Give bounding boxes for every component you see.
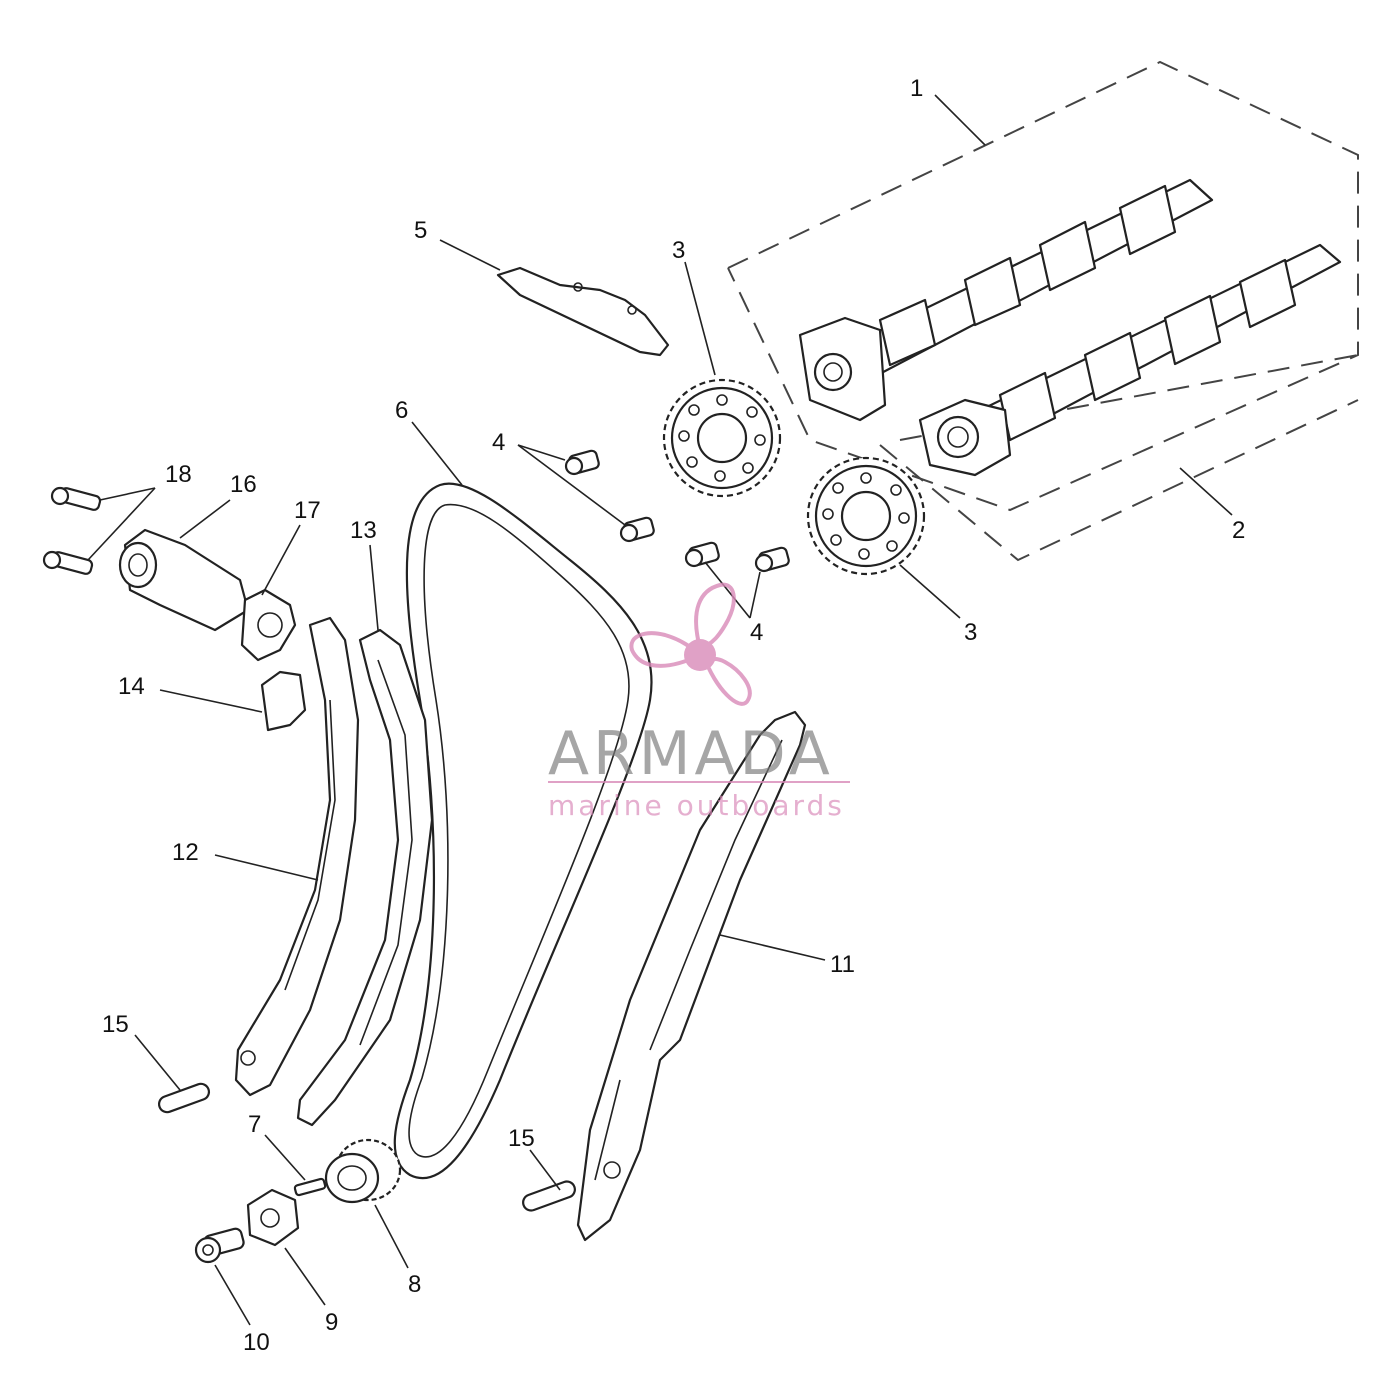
callout-13: 13 <box>350 517 377 544</box>
callout-10: 10 <box>243 1329 270 1356</box>
callout-1: 1 <box>910 75 923 102</box>
crankshaft-sprocket <box>324 1138 402 1204</box>
callout-9: 9 <box>325 1309 338 1336</box>
callout-16: 16 <box>230 471 257 498</box>
crank-bolt <box>194 1227 245 1264</box>
sprocket-bolts <box>564 449 790 573</box>
chain-guide-top <box>496 266 670 357</box>
callout-17: 17 <box>294 497 321 524</box>
callout-8: 8 <box>408 1271 421 1298</box>
callout-2: 2 <box>1232 517 1245 544</box>
callout-11: 11 <box>830 951 855 978</box>
callout-3-upper: 3 <box>672 237 685 264</box>
watermark-brand: ARMADA <box>548 719 834 789</box>
tensioner-bolts <box>42 486 102 575</box>
watermark: ARMADA marine outboards <box>548 582 850 822</box>
leader-lines <box>87 94 1233 1326</box>
callout-15-right: 15 <box>508 1125 535 1152</box>
woodruff-key <box>293 1177 327 1197</box>
camshaft-sprocket-lower <box>806 456 926 576</box>
callout-6: 6 <box>395 397 408 424</box>
callout-4-lower: 4 <box>750 619 763 646</box>
callout-4-upper: 4 <box>492 429 505 456</box>
guide-pins <box>157 1082 576 1212</box>
chain-tensioner-guide <box>296 628 434 1127</box>
chain-tensioner <box>118 528 250 632</box>
callout-15-left: 15 <box>102 1011 129 1038</box>
callout-18: 18 <box>165 461 192 488</box>
callout-7: 7 <box>248 1111 261 1138</box>
callout-14: 14 <box>118 673 145 700</box>
callout-3-lower: 3 <box>964 619 977 646</box>
callout-5: 5 <box>414 217 427 244</box>
callout-labels: 1 2 3 3 4 4 5 6 7 8 9 10 11 12 13 14 15 … <box>102 75 1245 1356</box>
timing-chain <box>393 482 653 1180</box>
chain-tensioner-blade <box>234 616 360 1097</box>
camshaft-intake <box>798 178 1214 422</box>
watermark-tagline: marine outboards <box>548 789 845 822</box>
callout-12: 12 <box>172 839 199 866</box>
camshaft-sprocket-upper <box>662 378 782 498</box>
crank-nut <box>246 1188 300 1247</box>
propeller-icon <box>629 582 752 706</box>
chain-guide-fixed <box>576 710 807 1242</box>
tensioner-gasket <box>240 588 297 662</box>
tensioner-clip <box>260 670 307 732</box>
camshaft-exhaust <box>918 243 1342 477</box>
